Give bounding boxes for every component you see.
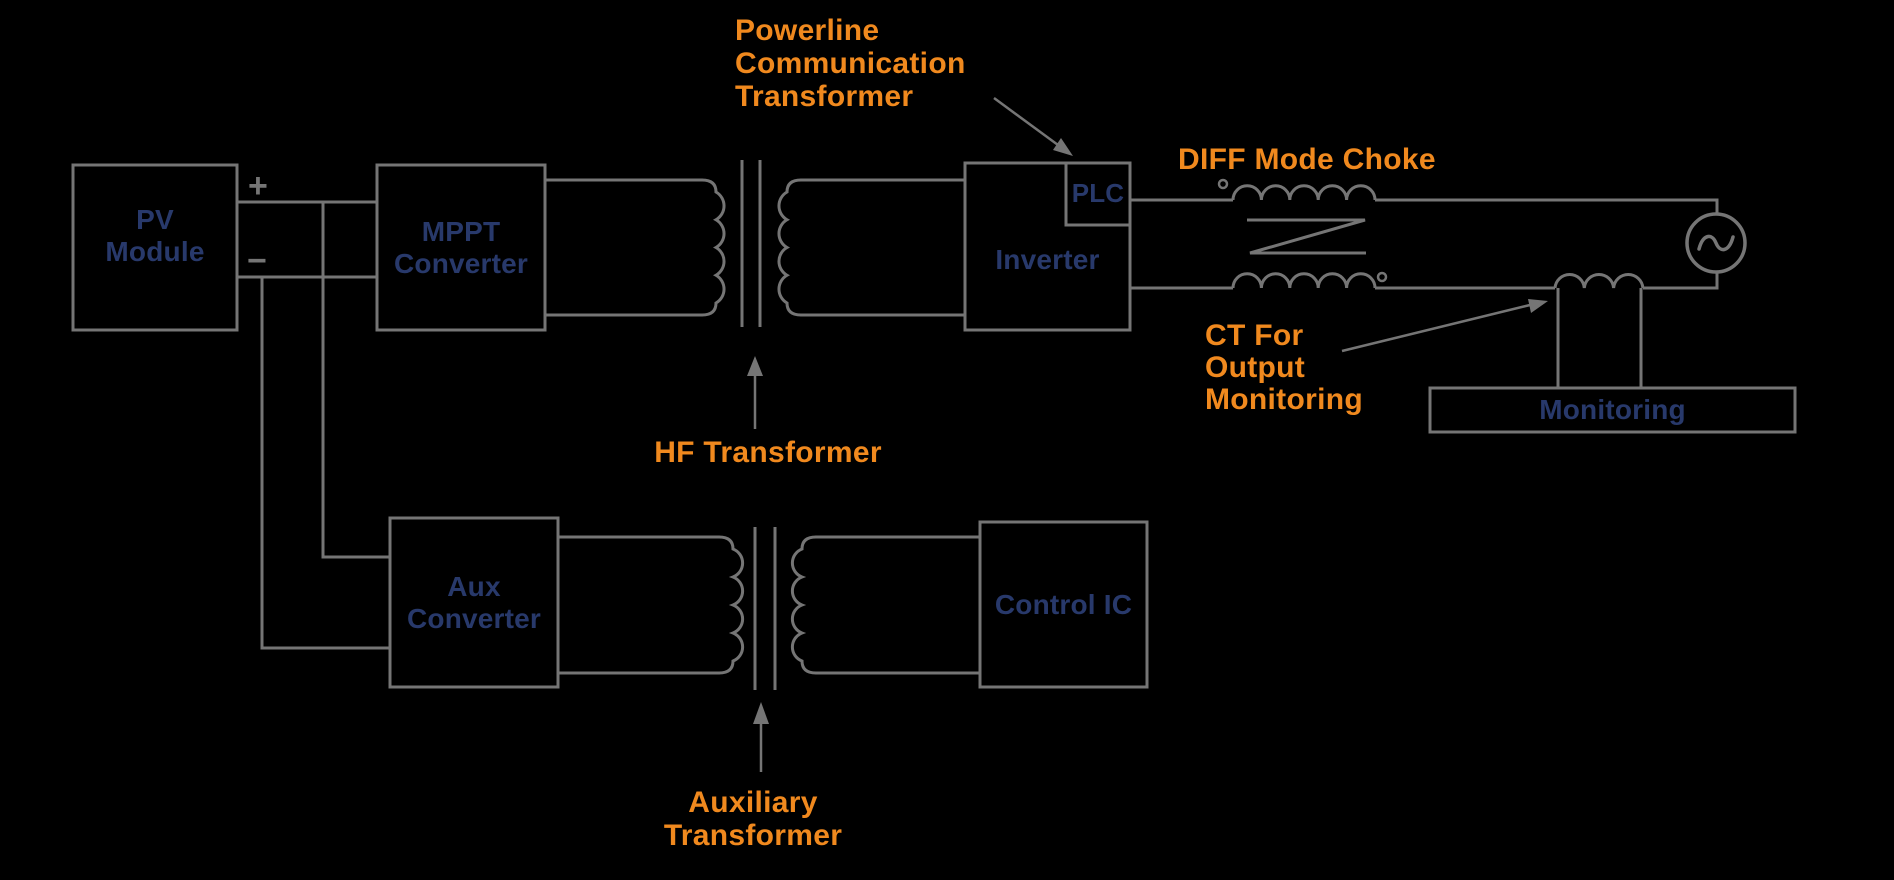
plc-label: PLC bbox=[1071, 178, 1125, 209]
aux-secondary-coil bbox=[790, 535, 980, 675]
ct-coil bbox=[1553, 273, 1645, 289]
ct-arrow bbox=[1341, 299, 1548, 353]
polarity-dot-bottom bbox=[1376, 271, 1388, 283]
inverter-box bbox=[963, 161, 1132, 332]
output-wires bbox=[1130, 198, 1719, 290]
mppt-converter-label: MPPT Converter bbox=[393, 216, 529, 279]
ct-monitoring-wires bbox=[1556, 288, 1643, 388]
sine-wave-icon bbox=[1697, 234, 1735, 252]
auxiliary-transformer-arrow bbox=[753, 702, 769, 772]
powerline-arrow bbox=[993, 96, 1073, 156]
aux-converter-label: Aux Converter bbox=[406, 571, 542, 634]
auxiliary-transformer-label: Auxiliary Transformer bbox=[663, 786, 843, 852]
mppt-converter-box bbox=[375, 163, 547, 332]
ac-source bbox=[1685, 212, 1747, 274]
plus-branch-wire bbox=[321, 202, 390, 559]
aux-converter-box bbox=[388, 516, 560, 689]
hf-transformer-arrow bbox=[747, 356, 763, 429]
pv-mppt-wires bbox=[237, 200, 390, 650]
auxiliary-transformer-symbol bbox=[558, 527, 980, 690]
top-line-to-source bbox=[1375, 198, 1719, 214]
hf-secondary-coil bbox=[777, 178, 965, 317]
hf-transformer-symbol bbox=[545, 160, 965, 327]
aux-core-lines bbox=[753, 527, 777, 690]
polarity-dot-top bbox=[1217, 178, 1229, 190]
control-ic-box bbox=[978, 520, 1149, 689]
choke-top-coil bbox=[1231, 184, 1377, 201]
choke-bottom-coil bbox=[1231, 272, 1377, 289]
aux-primary-coil bbox=[558, 535, 745, 675]
diff-mode-choke-symbol bbox=[1217, 178, 1388, 289]
pv-module-label: PV Module bbox=[105, 204, 205, 267]
block-outlines bbox=[71, 161, 1797, 689]
diff-mode-choke-label: DIFF Mode Choke bbox=[1178, 143, 1436, 176]
minus-terminal-sign: − bbox=[246, 241, 268, 280]
ct-output-monitoring-label: CT For Output Monitoring bbox=[1205, 319, 1363, 417]
hf-primary-coil bbox=[545, 178, 726, 317]
monitoring-box bbox=[1428, 386, 1797, 434]
annotation-arrows bbox=[747, 96, 1548, 772]
choke-core-z bbox=[1247, 218, 1366, 255]
hf-transformer-label: HF Transformer bbox=[654, 436, 882, 469]
inverter-label: Inverter bbox=[995, 243, 1100, 275]
minus-branch-wire bbox=[260, 277, 390, 650]
control-ic-label: Control IC bbox=[994, 588, 1133, 620]
pv-module-box bbox=[71, 163, 239, 332]
bottom-line-to-source bbox=[1643, 272, 1719, 290]
ct-symbol bbox=[1553, 273, 1645, 388]
monitoring-label: Monitoring bbox=[1539, 394, 1686, 426]
plus-terminal-sign: + bbox=[247, 166, 269, 205]
plc-box bbox=[1064, 161, 1132, 227]
powerline-transformer-label: Powerline Communication Transformer bbox=[735, 14, 966, 113]
hf-core-lines bbox=[740, 160, 762, 327]
ac-source-circle bbox=[1685, 212, 1747, 274]
